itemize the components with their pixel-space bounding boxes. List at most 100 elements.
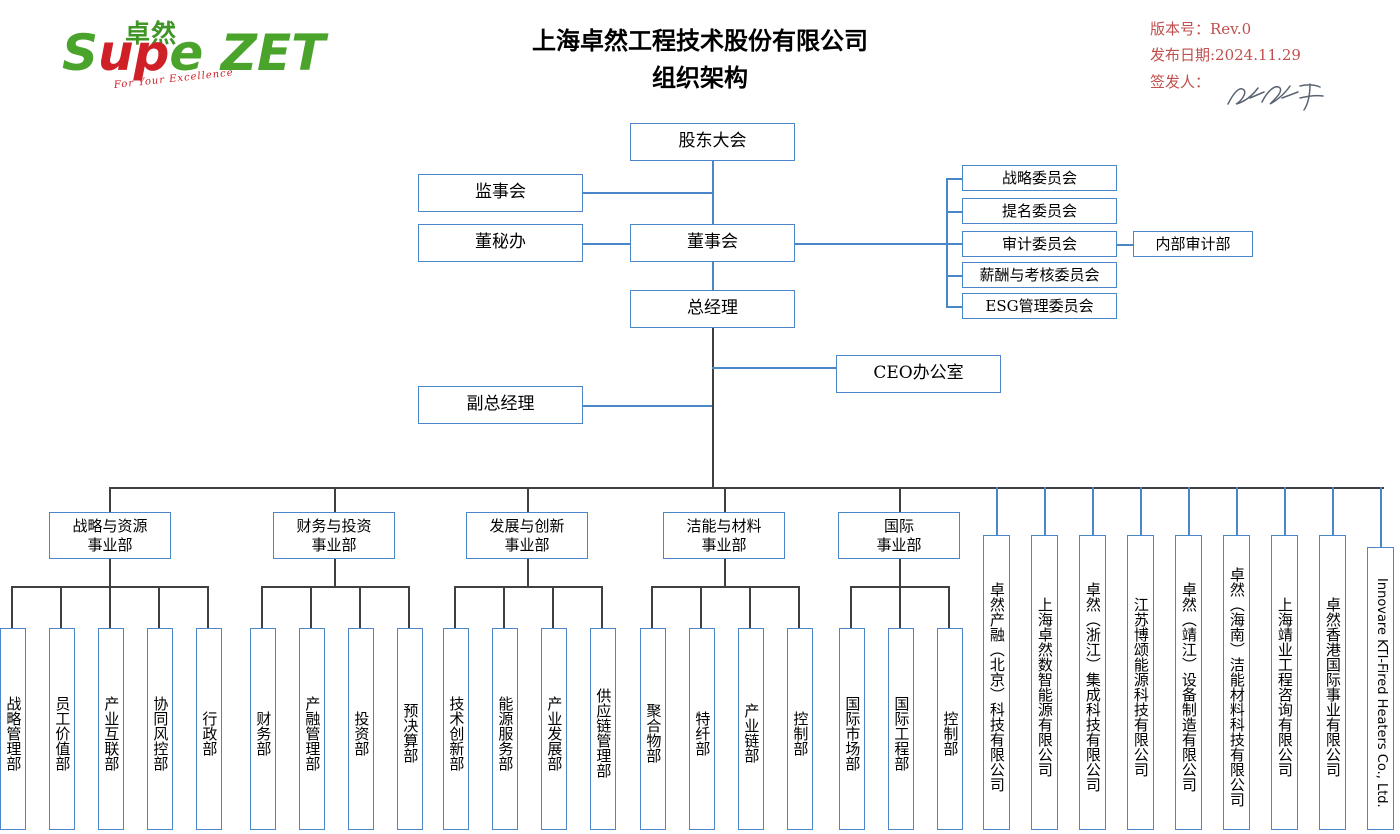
drop-division-5 — [899, 487, 901, 512]
drop-subsidiary-5 — [1188, 487, 1190, 535]
drop-subsidiary-1 — [996, 487, 998, 535]
node-subsidiary-innovare-kti[interactable]: Innovare KTI-Fired Heaters Co., Ltd. — [1367, 547, 1394, 830]
division-1-label: 战略与资源事业部 — [72, 516, 148, 554]
node-subsidiary-shanghai-shuzhi[interactable]: 上海卓然数智能源有限公司 — [1031, 535, 1058, 830]
node-dept-administration[interactable]: 行政部 — [196, 628, 222, 830]
node-board-secretary-office[interactable]: 董秘办 — [418, 224, 583, 262]
node-dept-energy-service[interactable]: 能源服务部 — [492, 628, 518, 830]
drop-subsidiary-2 — [1044, 487, 1046, 535]
node-committee-strategy[interactable]: 战略委员会 — [962, 165, 1117, 191]
drop-d1-dept-2 — [60, 586, 62, 628]
node-dept-tech-innovation[interactable]: 技术创新部 — [443, 628, 469, 830]
drop-d3-dept-2 — [503, 586, 505, 628]
node-subsidiary-jiangsu-bosong[interactable]: 江苏博颂能源科技有限公司 — [1127, 535, 1154, 830]
stem-division-1 — [109, 559, 111, 586]
node-division-4[interactable]: 洁能与材料事业部 — [663, 512, 785, 559]
node-dept-industry-development[interactable]: 产业发展部 — [541, 628, 567, 830]
committee-bus-vertical — [946, 178, 948, 306]
node-division-1[interactable]: 战略与资源事业部 — [49, 512, 171, 559]
node-dept-industry-internet[interactable]: 产业互联部 — [98, 628, 124, 830]
node-dept-budget-settlement[interactable]: 预决算部 — [397, 628, 423, 830]
drop-d3-dept-1 — [454, 586, 456, 628]
drop-d1-dept-4 — [158, 586, 160, 628]
node-subsidiary-zhejiang-jicheng[interactable]: 卓然（浙江）集成科技有限公司 — [1079, 535, 1106, 830]
node-ceo-office[interactable]: CEO办公室 — [836, 355, 1001, 393]
node-subsidiary-hainan-materials[interactable]: 卓然（海南）洁能材料科技有限公司 — [1223, 535, 1250, 830]
connector-committee-nomination — [946, 211, 962, 213]
node-general-manager[interactable]: 总经理 — [630, 290, 795, 328]
drop-subsidiary-4 — [1140, 487, 1142, 535]
connector-committee-strategy — [946, 178, 962, 180]
signature-image — [1227, 83, 1324, 111]
division-bus-horizontal — [109, 487, 1384, 489]
drop-d4-dept-3 — [749, 586, 751, 628]
node-dept-strategy-mgmt[interactable]: 战略管理部 — [0, 628, 26, 830]
title-line-2: 组织架构 — [652, 63, 748, 93]
division-5-label: 国际事业部 — [876, 516, 922, 554]
title-line-1: 上海卓然工程技术股份有限公司 — [532, 26, 868, 55]
node-subsidiary-jingjiang-equipment[interactable]: 卓然（靖江）设备制造有限公司 — [1175, 535, 1202, 830]
node-division-5[interactable]: 国际事业部 — [838, 512, 960, 559]
node-deputy-general-manager[interactable]: 副总经理 — [418, 386, 583, 424]
document-meta: 版本号：Rev.0 发布日期:2024.11.29 签发人： — [1150, 16, 1390, 111]
node-board-of-directors[interactable]: 董事会 — [630, 224, 795, 262]
drop-d2-dept-2 — [310, 586, 312, 628]
division-2-label: 财务与投资事业部 — [296, 516, 372, 554]
issue-date-label: 发布日期:2024.11.29 — [1150, 46, 1301, 65]
node-dept-finance[interactable]: 财务部 — [250, 628, 276, 830]
node-dept-special-fiber[interactable]: 特纤部 — [689, 628, 715, 830]
connector-committee-esg — [946, 306, 962, 308]
drop-d2-dept-3 — [359, 586, 361, 628]
connector-secretary-to-board — [583, 243, 630, 245]
node-shareholders-meeting[interactable]: 股东大会 — [630, 123, 795, 161]
connector-gm-to-deputy — [583, 405, 712, 407]
drop-d1-dept-1 — [11, 586, 13, 628]
stem-division-4 — [724, 559, 726, 586]
node-subsidiary-chanrong-beijing[interactable]: 卓然产融（北京）科技有限公司 — [983, 535, 1010, 830]
node-dept-industry-chain[interactable]: 产业链部 — [738, 628, 764, 830]
node-subsidiary-hongkong-intl[interactable]: 卓然香港国际事业有限公司 — [1319, 535, 1346, 830]
node-dept-intl-market[interactable]: 国际市场部 — [839, 628, 865, 830]
node-dept-investment[interactable]: 投资部 — [348, 628, 374, 830]
main-trunk-vertical — [712, 328, 714, 488]
connector-supervisory-to-trunk — [583, 192, 712, 194]
node-dept-supply-chain-mgmt[interactable]: 供应链管理部 — [590, 628, 616, 830]
division-4-label: 洁能与材料事业部 — [686, 516, 762, 554]
drop-d3-dept-3 — [552, 586, 554, 628]
signer-label: 签发人： — [1150, 72, 1211, 91]
node-supervisory-board[interactable]: 监事会 — [418, 174, 583, 212]
drop-subsidiary-6 — [1236, 487, 1238, 535]
drop-subsidiary-7 — [1284, 487, 1286, 535]
node-internal-audit-dept[interactable]: 内部审计部 — [1133, 231, 1253, 257]
stem-division-3 — [527, 559, 529, 586]
subbus-division-2 — [261, 586, 408, 588]
connector-gm-to-ceo-office — [712, 367, 836, 369]
node-committee-audit[interactable]: 审计委员会 — [962, 231, 1117, 257]
division-3-label: 发展与创新事业部 — [489, 516, 565, 554]
node-dept-intl-engineering[interactable]: 国际工程部 — [888, 628, 914, 830]
drop-d5-dept-1 — [850, 586, 852, 628]
node-committee-esg[interactable]: ESG管理委员会 — [962, 293, 1117, 319]
node-dept-control-5[interactable]: 控制部 — [937, 628, 963, 830]
node-dept-polymer[interactable]: 聚合物部 — [640, 628, 666, 830]
node-subsidiary-shanghai-jingye[interactable]: 上海靖业工程咨询有限公司 — [1271, 535, 1298, 830]
node-dept-control-4[interactable]: 控制部 — [787, 628, 813, 830]
node-division-2[interactable]: 财务与投资事业部 — [273, 512, 395, 559]
drop-subsidiary-9 — [1380, 487, 1382, 547]
node-dept-employee-value[interactable]: 员工价值部 — [49, 628, 75, 830]
node-committee-nomination[interactable]: 提名委员会 — [962, 198, 1117, 224]
connector-shareholders-to-board — [712, 161, 714, 224]
logo-wordmark: Supe ZET — [62, 24, 326, 82]
drop-d3-dept-4 — [601, 586, 603, 628]
node-committee-compensation[interactable]: 薪酬与考核委员会 — [962, 262, 1117, 288]
node-division-3[interactable]: 发展与创新事业部 — [466, 512, 588, 559]
node-dept-collaborative-risk[interactable]: 协同风控部 — [147, 628, 173, 830]
logo-wordmark-zet: ZET — [220, 24, 326, 82]
node-dept-industry-finance-mgmt[interactable]: 产融管理部 — [299, 628, 325, 830]
drop-division-1 — [109, 487, 111, 512]
subbus-division-4 — [651, 586, 798, 588]
stem-division-2 — [334, 559, 336, 586]
drop-division-2 — [334, 487, 336, 512]
drop-d1-dept-5 — [207, 586, 209, 628]
